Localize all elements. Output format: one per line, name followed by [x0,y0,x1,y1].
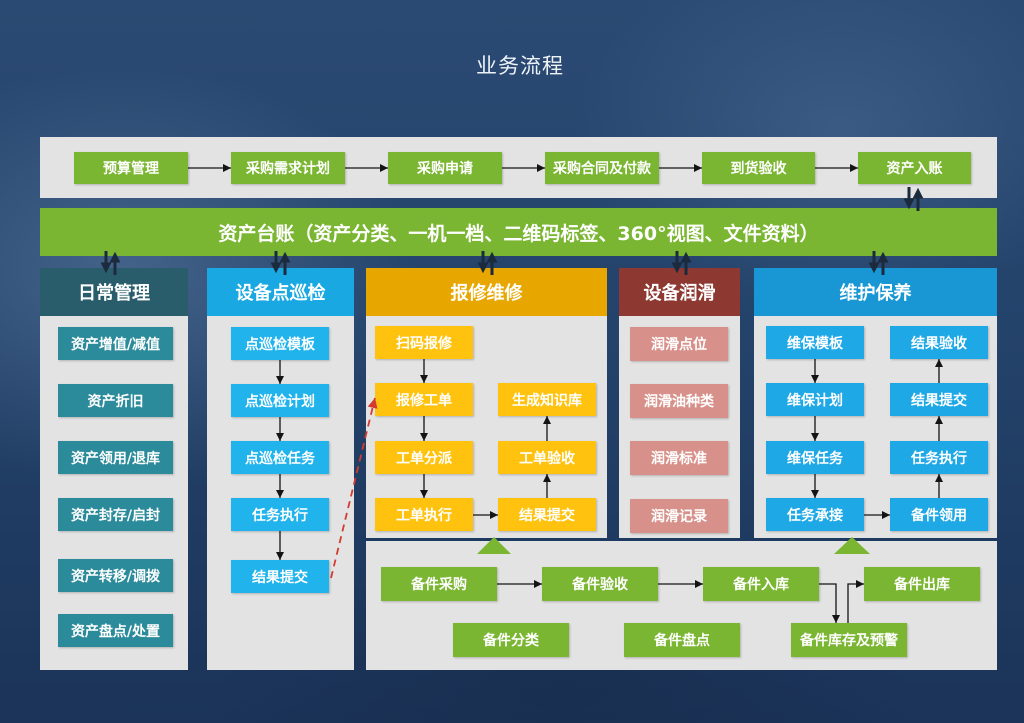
asset-ledger-bar: 资产台账（资产分类、一机一档、二维码标签、360°视图、文件资料） [40,208,997,256]
inspection-item-result-submit: 结果提交 [231,560,329,593]
step-purchase-request: 采购申请 [388,152,502,184]
repair-item-knowledge-base: 生成知识库 [498,383,596,416]
daily-item-depreciation: 资产折旧 [58,384,173,417]
page-title: 业务流程 [476,54,564,78]
daily-item-transfer-allocation: 资产转移/调拨 [58,559,173,592]
spare-item-classification: 备件分类 [453,623,569,657]
spare-item-outbound: 备件出库 [864,567,980,601]
daily-item-value-adjustment: 资产增值/减值 [58,327,173,360]
inspection-item-template: 点巡检模板 [231,327,329,360]
repair-item-scan-report: 扫码报修 [375,326,473,359]
maintenance-item-spare-requisition: 备件领用 [890,498,988,531]
maintenance-item-result-submit: 结果提交 [890,383,988,416]
step-asset-entry: 资产入账 [858,152,971,184]
repair-header: 报修维修 [366,268,607,316]
inspection-item-task: 点巡检任务 [231,441,329,474]
spare-item-purchase: 备件采购 [381,567,497,601]
inspection-header: 设备点巡检 [207,268,354,316]
daily-item-seal-unseal: 资产封存/启封 [58,498,173,531]
step-purchase-contract-payment: 采购合同及付款 [545,152,659,184]
spare-item-inventory-warning: 备件库存及预警 [791,623,907,657]
step-budget-management: 预算管理 [74,152,188,184]
maintenance-item-result-acceptance: 结果验收 [890,326,988,359]
maintenance-item-task: 维保任务 [766,441,864,474]
step-arrival-inspection: 到货验收 [702,152,815,184]
repair-item-work-order: 报修工单 [375,383,473,416]
spare-item-acceptance: 备件验收 [542,567,658,601]
inspection-item-execution: 任务执行 [231,498,329,531]
lubrication-item-oil-types: 润滑油种类 [630,384,728,418]
daily-item-stocktake-disposal: 资产盘点/处置 [58,614,173,647]
lubrication-header: 设备润滑 [619,268,740,316]
inspection-body [207,316,354,670]
spare-item-stocktake: 备件盘点 [624,623,740,657]
lubrication-item-records: 润滑记录 [630,499,728,533]
maintenance-item-plan: 维保计划 [766,383,864,416]
maintenance-header: 维护保养 [754,268,997,316]
daily-item-requisition-return: 资产领用/退库 [58,441,173,474]
step-procurement-demand-plan: 采购需求计划 [231,152,345,184]
spare-item-inbound: 备件入库 [703,567,819,601]
lubrication-item-standards: 润滑标准 [630,441,728,475]
daily-management-header: 日常管理 [40,268,188,316]
inspection-item-plan: 点巡检计划 [231,384,329,417]
maintenance-item-template: 维保模板 [766,326,864,359]
repair-item-execution: 工单执行 [375,498,473,531]
maintenance-item-task-accept: 任务承接 [766,498,864,531]
repair-item-result-submit: 结果提交 [498,498,596,531]
repair-item-dispatch: 工单分派 [375,441,473,474]
maintenance-item-task-execution: 任务执行 [890,441,988,474]
repair-item-acceptance: 工单验收 [498,441,596,474]
daily-management-body [40,316,188,670]
lubrication-item-points: 润滑点位 [630,327,728,361]
